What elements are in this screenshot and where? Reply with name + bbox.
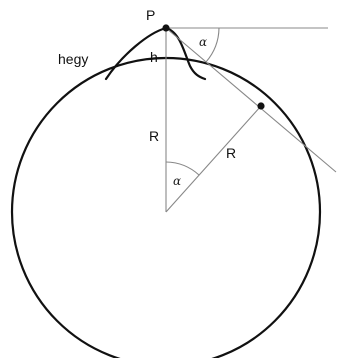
slanted-radius-line xyxy=(165,105,262,213)
label-angle-center: α xyxy=(173,174,181,188)
label-radius-vertical: R xyxy=(149,128,159,144)
tangent-line xyxy=(165,27,337,173)
label-mountain: hegy xyxy=(58,51,88,67)
label-height-h: h xyxy=(150,49,158,65)
label-radius-slanted: R xyxy=(226,145,236,161)
tangent-point xyxy=(257,102,265,110)
angle-arc-top xyxy=(205,27,220,63)
label-angle-top: α xyxy=(199,35,207,49)
label-peak-P: P xyxy=(146,7,155,23)
angle-arc-center xyxy=(165,161,200,176)
peak-point-P xyxy=(162,24,170,32)
